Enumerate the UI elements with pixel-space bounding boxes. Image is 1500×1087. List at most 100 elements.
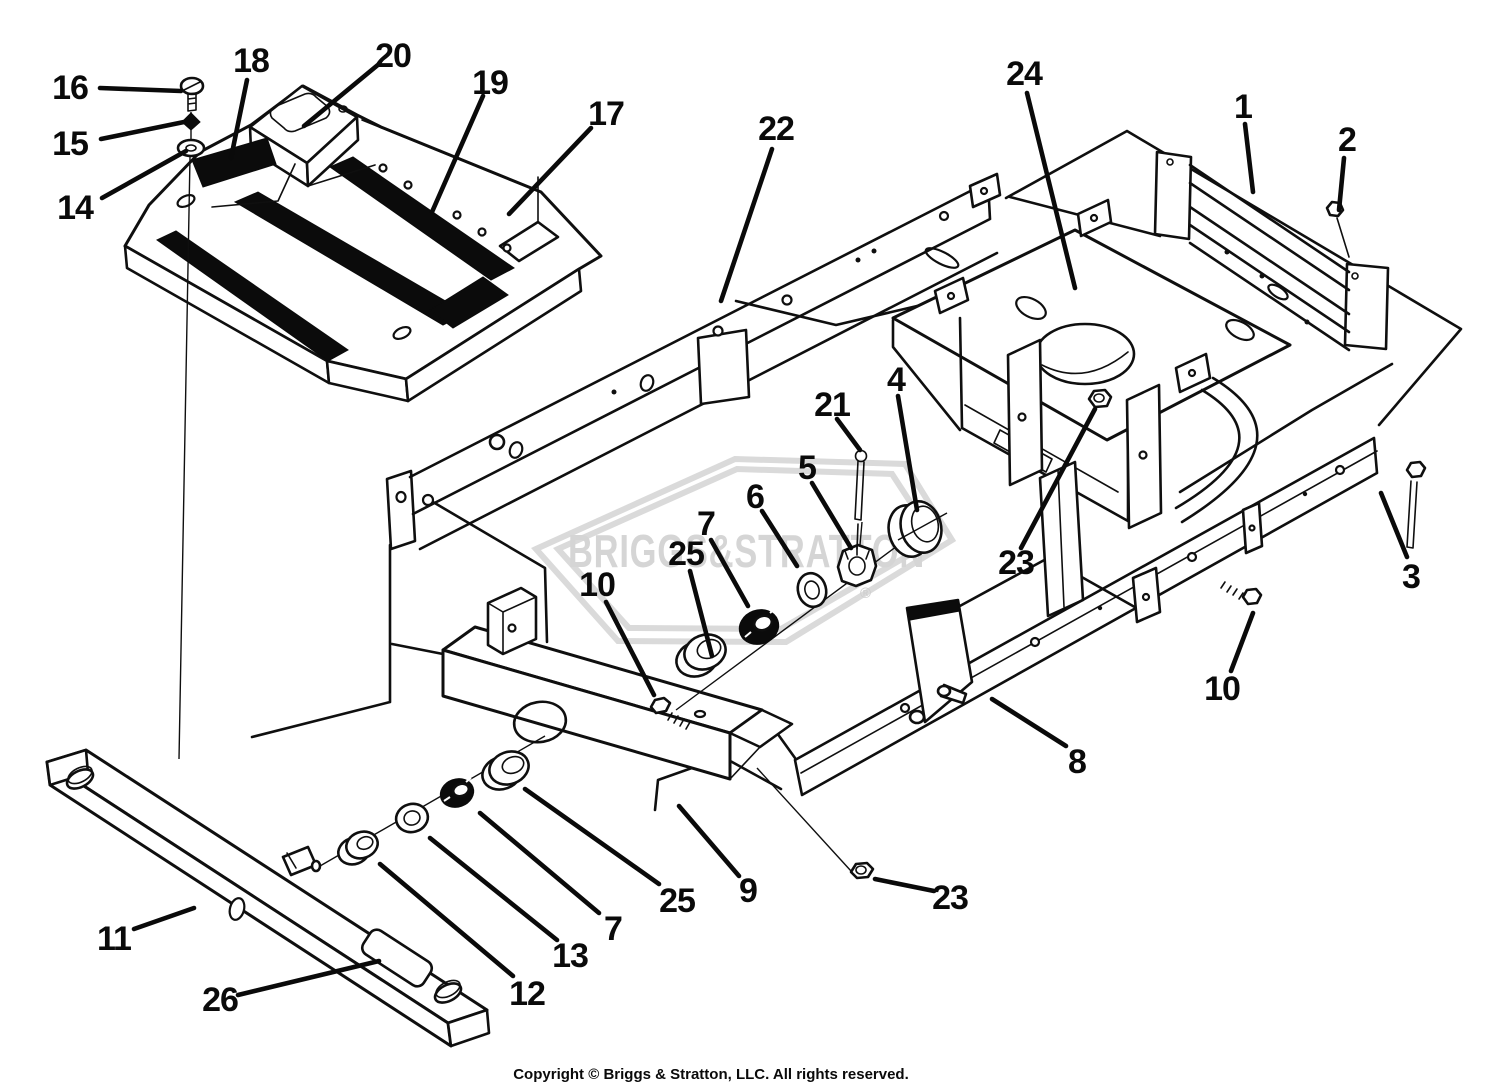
exploded-hardware-lower [319, 735, 546, 867]
bracket-hole [979, 186, 989, 196]
deck-hole [452, 210, 462, 220]
pin-legs [854, 460, 865, 550]
bearing-7-upper [738, 607, 780, 645]
deck-hole [176, 193, 196, 209]
callout-4: 4 [887, 361, 906, 399]
channel-9-flange [728, 708, 794, 749]
rail-22-hole [855, 257, 861, 263]
bolt-3-head [1405, 460, 1427, 479]
deck-step-lines [211, 119, 531, 208]
rail-22-hole [639, 374, 655, 392]
bolt-10-head [649, 696, 672, 715]
rail-22-hole [508, 441, 524, 459]
part-front-axle-bar-11 [45, 748, 491, 1048]
rail-8-hole [1334, 464, 1346, 476]
post-hole [1017, 412, 1027, 422]
leader-line-25 [522, 786, 662, 887]
washer-body [394, 802, 430, 834]
bushing-25-lower [481, 750, 530, 791]
rail-22-hole [421, 493, 435, 507]
curved-brace [1174, 376, 1259, 524]
traction-strip [156, 230, 349, 362]
channel-1-hole [1224, 249, 1230, 255]
callout-1: 1 [1234, 88, 1252, 126]
callout-13: 13 [552, 937, 588, 975]
part-axle-support-channel-9 [441, 586, 794, 781]
bolt-10-threads [1220, 581, 1244, 600]
leader-line-21 [834, 416, 863, 453]
rail-8-lip-line [800, 450, 1378, 774]
callout-21: 21 [814, 386, 850, 424]
axle-bar-hole-rim [435, 979, 461, 999]
callout-25: 25 [668, 535, 704, 573]
fastener-bolt-3 [1405, 460, 1427, 549]
bracket-hole [1187, 368, 1197, 378]
block-hole [507, 623, 517, 633]
washer-6 [796, 571, 828, 609]
leader-line-12 [377, 861, 516, 979]
bushing-rim [683, 633, 727, 671]
ramp-pin-end [936, 684, 952, 698]
callout-8: 8 [1068, 743, 1086, 781]
callout-24: 24 [1006, 55, 1043, 93]
deck-hole [502, 243, 512, 253]
part-frame-rail-22 [385, 180, 999, 551]
leader-line-6 [759, 508, 800, 569]
briggs-stratton-watermark: BRIGGS&STRATTON ® [531, 455, 957, 646]
bushing-25-upper [675, 633, 727, 678]
support-strap-line [1057, 469, 1065, 608]
plane-outline-top-right [1004, 129, 1463, 427]
rail-22-ear-tab [488, 433, 506, 451]
bearing-highlight [744, 607, 777, 638]
leader-line-10 [603, 599, 657, 698]
bushing-12 [337, 830, 379, 866]
channel-1-hole [1304, 319, 1310, 325]
footrest-front-apron [404, 267, 583, 403]
callout-7: 7 [697, 505, 715, 543]
callout-17: 17 [588, 95, 624, 133]
callout-25: 25 [659, 882, 695, 920]
bearing-highlight [443, 777, 472, 802]
traction-strip-18 [191, 137, 277, 188]
rail-8-body [793, 436, 1379, 797]
engine-plate-slot [1225, 318, 1255, 342]
leader-line-7 [477, 810, 602, 916]
leader-line-2 [1336, 155, 1347, 213]
leader-line-16 [97, 85, 184, 94]
part-engine-mount-plate-24 [891, 172, 1292, 618]
washer-hole [403, 810, 421, 826]
rail-8-hole [1302, 491, 1308, 497]
axle-bar-slot [228, 897, 246, 921]
engine-plate-post [1006, 338, 1044, 487]
ramp-pin-end [908, 709, 926, 725]
cap-bore [910, 505, 940, 543]
axle-bar-hole-rim [67, 765, 93, 785]
callout-10: 10 [579, 566, 615, 604]
leader-line-19 [429, 93, 486, 215]
channel-1-slot [1267, 283, 1289, 301]
leader-line-15 [98, 119, 187, 142]
channel-9-block-edges [487, 596, 537, 655]
castle-nut-5 [836, 543, 878, 588]
callout-26: 26 [202, 981, 238, 1019]
bushing-rim [488, 750, 530, 786]
deck-step-block [498, 220, 560, 263]
engine-plate-slot [1015, 295, 1047, 321]
bolt-10-head [1241, 587, 1263, 606]
rail-22-hanger-strap [696, 328, 751, 406]
traction-strip [429, 276, 509, 329]
channel-9-bore [512, 700, 568, 744]
washer-13 [394, 802, 430, 834]
deck-hole [403, 180, 413, 190]
deck-hole [392, 325, 412, 341]
rail-8-hole [1097, 605, 1103, 611]
bolt-10-threads [667, 712, 691, 730]
callout-6: 6 [746, 478, 764, 516]
console-hole [338, 105, 348, 113]
callout-22: 22 [758, 110, 794, 148]
deck-hole [378, 163, 388, 173]
leader-line-11 [131, 905, 197, 932]
